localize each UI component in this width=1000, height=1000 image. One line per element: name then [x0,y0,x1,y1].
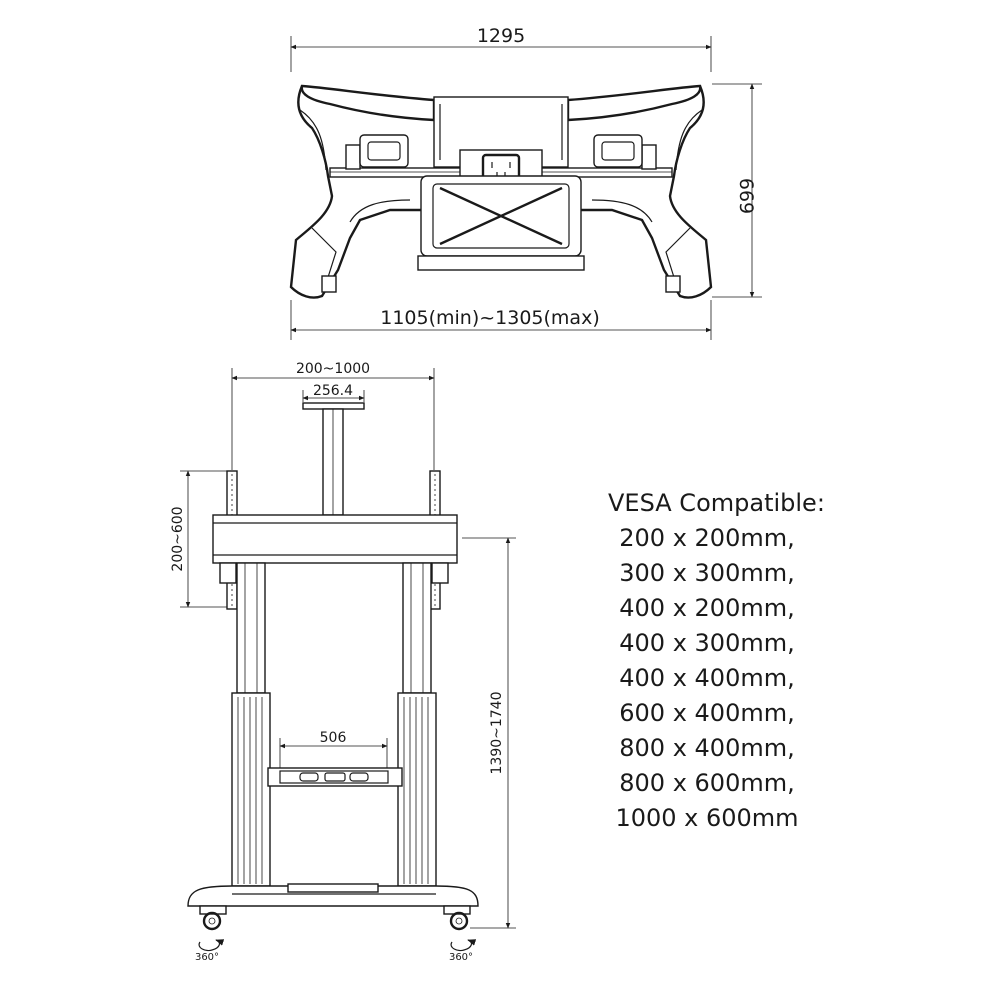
vesa-size-item: 800 x 400mm, [619,734,795,762]
dimension-base-width: 1105(min)~1305(max) [290,300,712,340]
depth-label: 669 [735,178,757,214]
vesa-title: VESA Compatible: [608,489,825,517]
base-width-label: 1105(min)~1305(max) [380,307,600,329]
vesa-size-item: 400 x 400mm, [619,664,795,692]
tray-width-label: 506 [320,730,347,746]
width-label: 1295 [477,25,525,47]
caster-right-rotation-label: 360° [449,952,473,963]
vesa-size-item: 1000 x 600mm [615,804,799,832]
vesa-size-item: 300 x 300mm, [619,559,795,587]
vesa-width-label: 200~1000 [296,361,370,377]
dimension-total-height: 1390~1740 [462,537,516,929]
dimension-vesa-height: 200~600 [170,470,232,608]
vesa-height-label: 200~600 [170,506,186,571]
vesa-size-item: 400 x 300mm, [619,629,795,657]
vesa-compatibility-list: VESA Compatible: 200 x 200mm, 300 x 300m… [598,486,848,836]
caster-left-rotation-label: 360° [195,952,219,963]
stand-body [187,402,479,952]
vesa-size-item: 200 x 200mm, [619,524,795,552]
front-view: 200~1000 256.4 200~600 1390~1740 [170,361,516,963]
vesa-size-item: 400 x 200mm, [619,594,795,622]
total-height-label: 1390~1740 [489,692,505,775]
dimension-tray-width: 506 [279,730,388,768]
dimension-vesa-width: 200~1000 [231,361,435,470]
dimension-depth: 669 [712,83,762,298]
shelf-width-label: 256.4 [313,383,353,399]
vesa-size-item: 600 x 400mm, [619,699,795,727]
top-view: 1295 669 1105(min)~1305(max) [289,25,762,340]
vesa-size-item: 800 x 600mm, [619,769,795,797]
dimension-shelf-width: 256.4 [302,383,365,402]
top-view-body [289,84,713,299]
dimension-width: 1295 [290,25,712,72]
